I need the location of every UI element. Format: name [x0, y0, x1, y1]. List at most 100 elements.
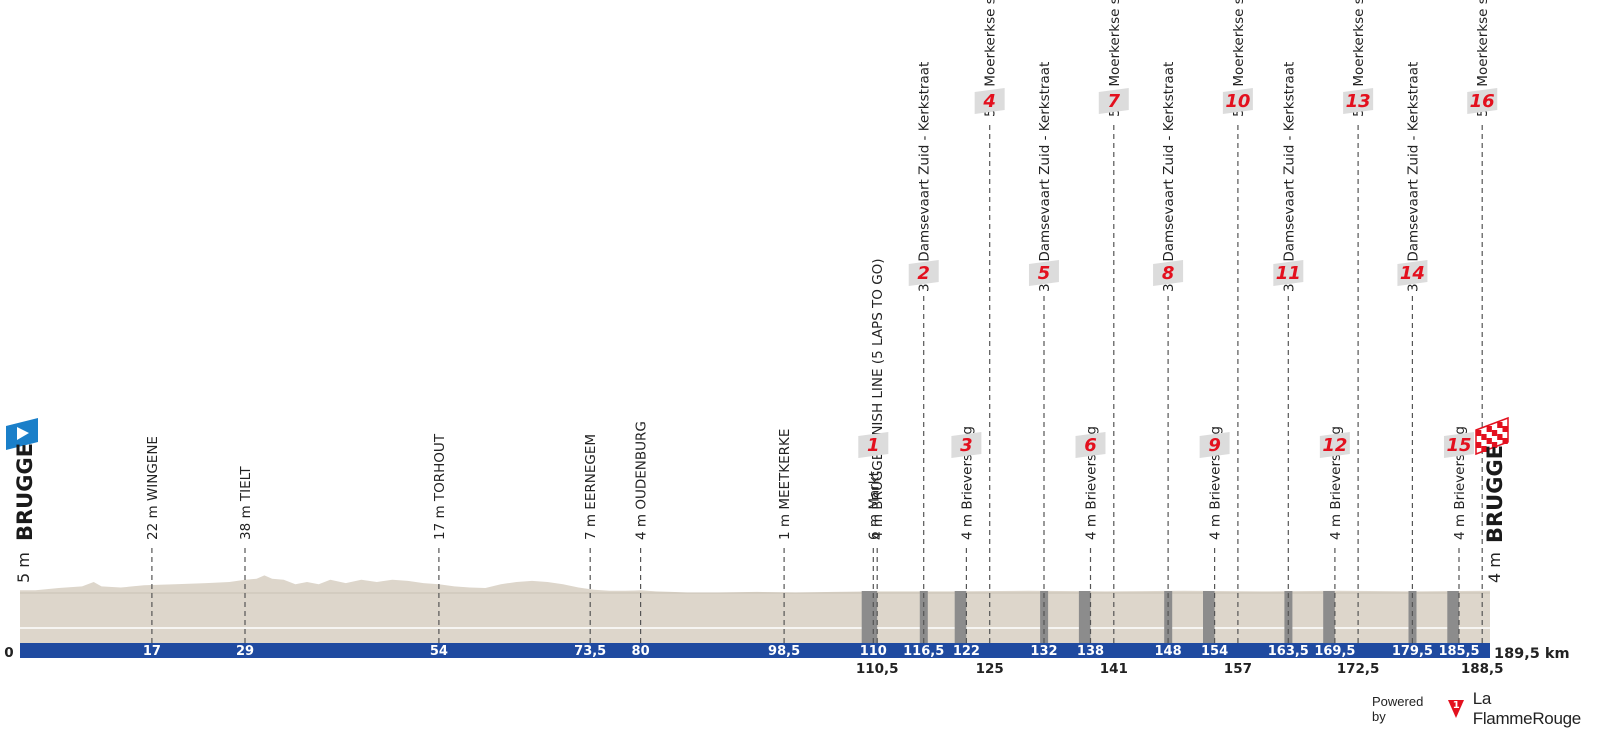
elevation-profile-area — [20, 575, 1490, 643]
lap-flag-4 — [974, 88, 1005, 114]
km-marker-17: 185,5 — [1438, 644, 1479, 659]
km-band — [20, 643, 1490, 658]
finish-town: BRUGGE — [1483, 445, 1507, 543]
lap-flag-15 — [1443, 432, 1474, 458]
brand-name-part-b: Rouge — [1532, 709, 1581, 728]
lap-flag-14 — [1397, 260, 1428, 286]
waypoint-label-20: 5 m Moerkerkse steenweg — [1351, 0, 1367, 117]
waypoint-label-14: 5 m Moerkerkse steenweg — [1107, 0, 1123, 117]
lap-flag-8 — [1153, 260, 1184, 286]
lap-flag-9 — [1199, 432, 1230, 458]
lap-flag-10 — [1222, 88, 1253, 114]
lap-flag-number-7: 7 — [1108, 91, 1121, 112]
km-marker-15: 169,5 — [1314, 644, 1355, 659]
lap-flag-number-10: 10 — [1225, 91, 1250, 112]
lap-flag-number-1: 1 — [867, 435, 880, 456]
waypoint-label-21: 3 m Damsevaart Zuid - Kerkstraat — [1405, 62, 1421, 292]
lap-flag-number-4: 4 — [982, 91, 996, 112]
sector-block-2 — [919, 591, 928, 643]
sector-block-11 — [1447, 591, 1459, 643]
waypoint-label-7: 6 m Markt — [866, 471, 882, 540]
lap-flag-number-5: 5 — [1038, 263, 1051, 284]
km-zero-label: 0 — [4, 645, 13, 661]
lap-flag-11 — [1273, 260, 1304, 286]
lap-flag-number-6: 6 — [1084, 435, 1097, 456]
km-marker-1: 17 — [143, 644, 161, 659]
km-marker-16: 179,5 — [1392, 644, 1433, 659]
waypoint-label-15: 3 m Damsevaart Zuid - Kerkstraat — [1161, 62, 1177, 292]
waypoint-label-3: 17 m TORHOUT — [432, 433, 448, 540]
waypoint-label-6: 1 m MEETKERKE — [777, 429, 793, 540]
waypoint-label-1: 22 m WINGENE — [145, 436, 161, 540]
lap-flag-number-13: 13 — [1346, 91, 1371, 112]
km-marker-7: 110 — [860, 644, 887, 659]
km-marker-14: 163,5 — [1268, 644, 1309, 659]
lap-flag-16 — [1467, 88, 1498, 114]
lap-flag-12 — [1319, 432, 1350, 458]
km-total-label: 189,5 km — [1494, 646, 1570, 662]
brand-name: La FlammeRouge — [1473, 689, 1600, 729]
sector-block-9 — [1323, 591, 1335, 643]
sector-block-4 — [1040, 591, 1049, 643]
start-town: BRUGGE — [13, 443, 37, 541]
km-marker-12: 148 — [1155, 644, 1182, 659]
km-marker-below-6: 188,5 — [1461, 661, 1504, 677]
sector-block-3 — [954, 591, 967, 643]
km-marker-2: 29 — [236, 644, 254, 659]
waypoint-label-23: 5 m Moerkerkse steenweg — [1475, 0, 1491, 117]
sector-block-6 — [1164, 591, 1173, 643]
lap-flag-number-14: 14 — [1400, 263, 1425, 284]
finish-altitude: 4 m — [1485, 552, 1504, 583]
waypoint-label-5: 4 m OUDENBURG — [634, 421, 650, 540]
lap-flag-13 — [1343, 88, 1374, 114]
brand-name-part-a: La Flamme — [1472, 689, 1533, 728]
km-marker-below-2: 125 — [976, 661, 1004, 677]
sector-block-7 — [1203, 591, 1215, 643]
km-marker-below-4: 157 — [1224, 661, 1252, 677]
lap-flag-1 — [858, 432, 889, 458]
lap-flag-6 — [1075, 432, 1106, 458]
start-play-icon — [17, 427, 29, 440]
lap-flag-number-11: 11 — [1276, 263, 1301, 284]
km-marker-4: 73,5 — [574, 644, 606, 659]
waypoint-label-2: 38 m TIELT — [238, 466, 254, 540]
brand-flame-icon: 1 — [1447, 699, 1465, 719]
km-marker-13: 154 — [1201, 644, 1228, 659]
lap-flag-number-8: 8 — [1162, 263, 1175, 284]
powered-by-text: Powered by — [1372, 694, 1424, 724]
lap-flag-2 — [908, 260, 939, 286]
lap-flag-7 — [1098, 88, 1129, 114]
waypoint-label-11: 5 m Moerkerkse steenweg — [983, 0, 999, 117]
brand-icon-digit: 1 — [1452, 700, 1460, 711]
waypoint-label-9: 3 m Damsevaart Zuid - Kerkstraat — [917, 62, 933, 292]
branding: Powered by 1 La FlammeRouge — [1372, 689, 1600, 728]
km-marker-6: 98,5 — [768, 644, 800, 659]
lap-flag-number-16: 16 — [1470, 91, 1495, 112]
sector-block-1 — [861, 591, 878, 643]
km-marker-below-5: 172,5 — [1337, 661, 1380, 677]
sector-block-8 — [1284, 591, 1293, 643]
waypoint-label-18: 3 m Damsevaart Zuid - Kerkstraat — [1281, 62, 1297, 292]
start-altitude: 5 m — [14, 552, 33, 583]
lap-flag-number-9: 9 — [1208, 435, 1221, 456]
waypoint-label-17: 5 m Moerkerkse steenweg — [1231, 0, 1247, 117]
lap-flag-number-15: 15 — [1446, 435, 1471, 456]
sector-block-5 — [1078, 591, 1091, 643]
km-marker-5: 80 — [632, 644, 650, 659]
finish-flag-icon — [1475, 416, 1509, 456]
waypoint-label-4: 7 m EERNEGEM — [583, 434, 599, 540]
km-marker-9: 122 — [953, 644, 980, 659]
waypoint-label-8: 4 m BRUGGE FINISH LINE (5 LAPS TO GO) — [870, 258, 886, 540]
km-marker-below-1: 110,5 — [856, 661, 899, 677]
km-marker-8: 116,5 — [903, 644, 944, 659]
waypoint-label-12: 3 m Damsevaart Zuid - Kerkstraat — [1037, 62, 1053, 292]
km-marker-10: 132 — [1030, 644, 1057, 659]
lap-flag-number-2: 2 — [917, 263, 930, 284]
km-marker-3: 54 — [430, 644, 448, 659]
lap-flag-5 — [1028, 260, 1059, 286]
lap-flag-3 — [951, 432, 982, 458]
sector-block-10 — [1408, 591, 1417, 643]
lap-flag-number-12: 12 — [1322, 435, 1347, 456]
